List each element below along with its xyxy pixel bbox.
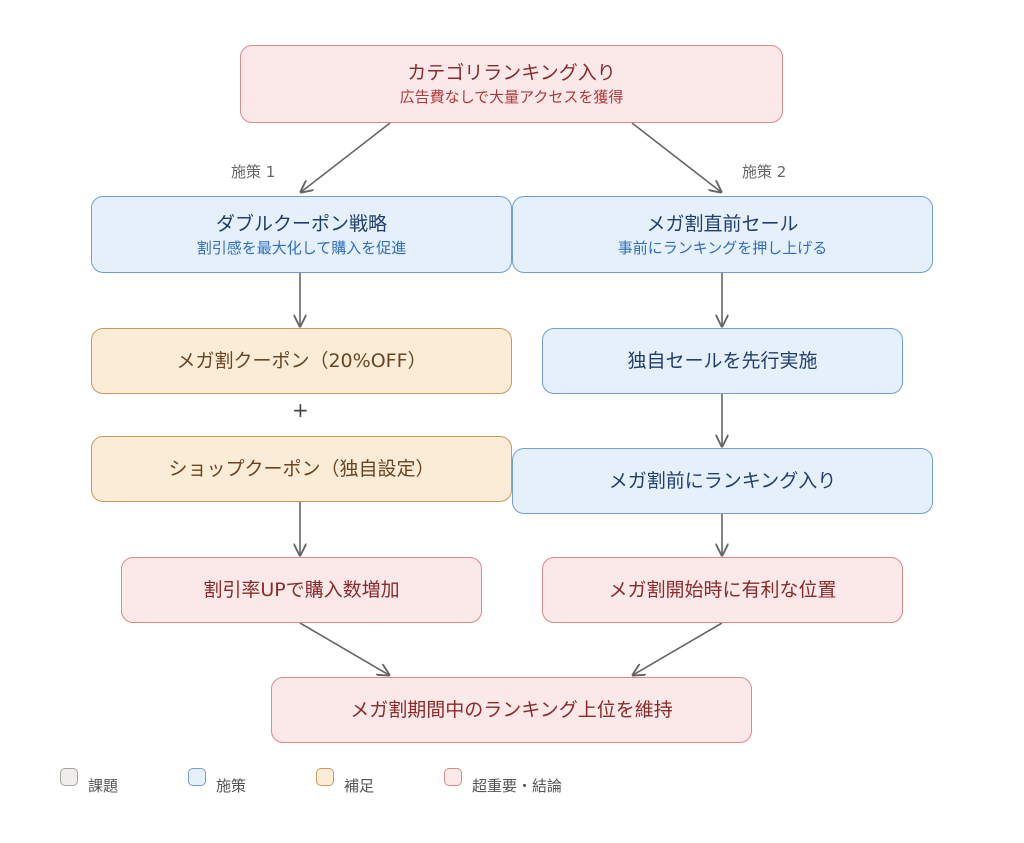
- legend-item-conclusion: 超重要・結論: [444, 768, 562, 796]
- node-title: 割引率UPで購入数増加: [203, 579, 400, 601]
- edge-label-strategy-2: 施策 2: [742, 163, 787, 181]
- node-pre-sale: メガ割直前セール 事前にランキングを押し上げる: [512, 196, 933, 273]
- node-purchase-increase: 割引率UPで購入数増加: [121, 557, 482, 623]
- legend-label: 超重要・結論: [472, 777, 563, 795]
- node-title: 独自セールを先行実施: [627, 350, 818, 372]
- edge-label-strategy-1: 施策 1: [231, 163, 276, 181]
- node-double-coupon: ダブルクーポン戦略 割引感を最大化して購入を促進: [91, 196, 512, 273]
- legend-swatch: [188, 768, 207, 786]
- legend-swatch: [316, 768, 335, 786]
- node-title: メガ割クーポン（20%OFF）: [176, 350, 427, 372]
- node-subtitle: 事前にランキングを押し上げる: [617, 238, 828, 257]
- legend-item-supplement: 補足: [316, 768, 374, 796]
- node-title: ショップクーポン（独自設定）: [168, 458, 435, 480]
- legend-swatch: [444, 768, 463, 786]
- node-subtitle: 割引感を最大化して購入を促進: [196, 238, 407, 257]
- legend: 課題 施策 補足 超重要・結論: [60, 768, 632, 796]
- node-mega-coupon: メガ割クーポン（20%OFF）: [91, 328, 512, 394]
- legend-label: 課題: [88, 777, 119, 795]
- node-title: メガ割期間中のランキング上位を維持: [350, 699, 673, 721]
- legend-item-issue: 課題: [60, 768, 118, 796]
- node-title: カテゴリランキング入り: [407, 62, 616, 84]
- node-title: メガ割前にランキング入り: [608, 470, 837, 492]
- node-title: メガ割直前セール: [646, 212, 799, 235]
- legend-label: 施策: [216, 777, 247, 795]
- node-category-ranking: カテゴリランキング入り 広告費なしで大量アクセスを獲得: [240, 45, 783, 123]
- node-own-sale: 独自セールを先行実施: [542, 328, 903, 394]
- node-title: ダブルクーポン戦略: [215, 212, 387, 235]
- node-subtitle: 広告費なしで大量アクセスを獲得: [399, 88, 624, 106]
- legend-item-measure: 施策: [188, 768, 246, 796]
- node-title: メガ割開始時に有利な位置: [608, 579, 837, 601]
- legend-label: 補足: [344, 777, 375, 795]
- node-maintain-ranking: メガ割期間中のランキング上位を維持: [271, 677, 752, 743]
- node-shop-coupon: ショップクーポン（独自設定）: [91, 436, 512, 502]
- node-advantage-position: メガ割開始時に有利な位置: [542, 557, 903, 623]
- node-pre-ranking: メガ割前にランキング入り: [512, 448, 933, 514]
- plus-sign: +: [292, 398, 309, 422]
- legend-swatch: [60, 768, 78, 786]
